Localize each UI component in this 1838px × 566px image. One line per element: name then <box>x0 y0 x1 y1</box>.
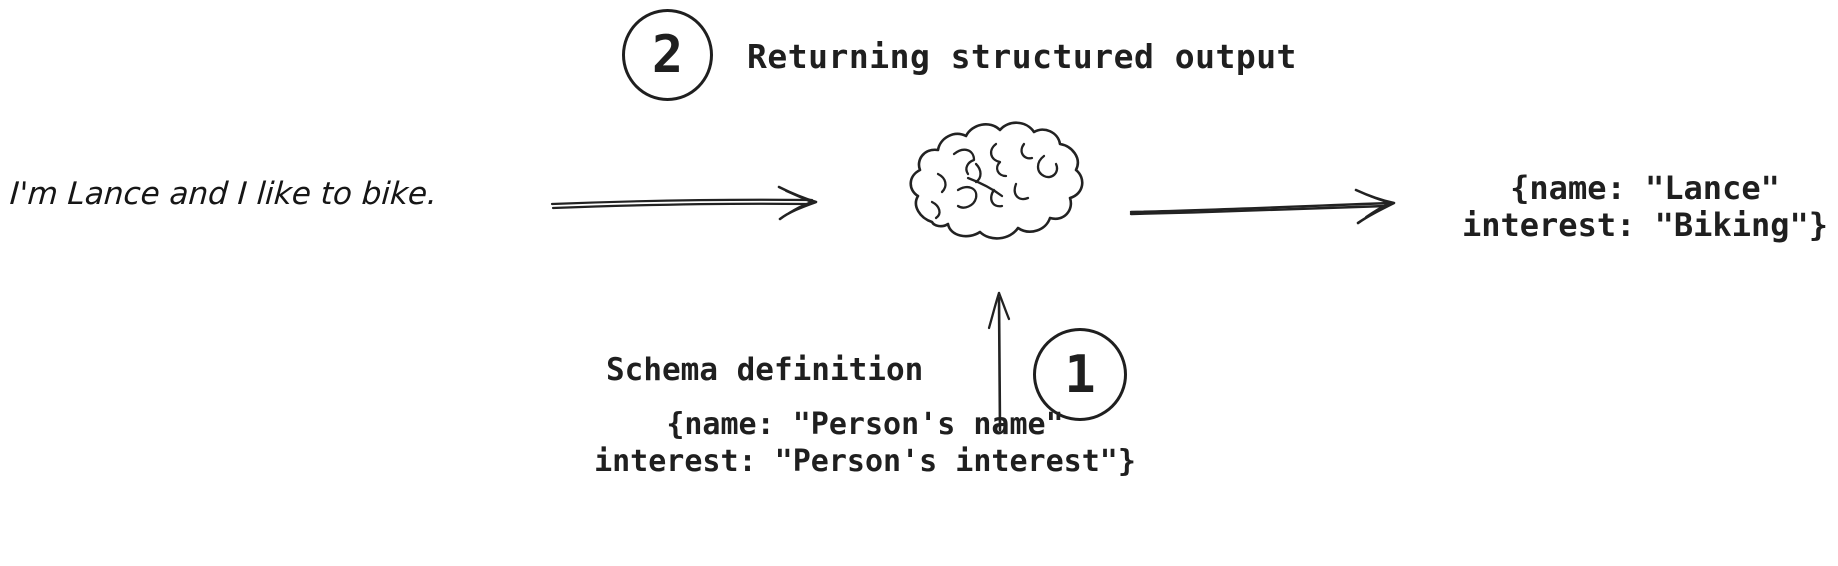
input-text: I'm Lance and I like to bike. <box>8 176 439 212</box>
arrow-right-icon <box>1129 188 1396 225</box>
schema-json-line1: {name: "Person's name" <box>666 407 1064 442</box>
step-2-badge: 2 <box>622 9 713 101</box>
step-1-number: 1 <box>1064 344 1096 405</box>
arrow-up-icon <box>987 291 1011 432</box>
output-json: {name: "Lance" interest: "Biking"} <box>1452 170 1838 244</box>
step-2-number: 2 <box>651 25 684 85</box>
step-1-badge: 1 <box>1033 328 1127 421</box>
output-json-line2: interest: "Biking"} <box>1461 206 1829 244</box>
brain-icon <box>909 121 1084 240</box>
schema-json: {name: "Person's name" interest: "Person… <box>565 406 1165 480</box>
step-2-label: Returning structured output <box>747 37 1297 76</box>
arrow-right-icon <box>550 185 818 221</box>
output-json-line1: {name: "Lance" <box>1510 169 1780 207</box>
step-1-label: Schema definition <box>606 352 924 388</box>
schema-json-line2: interest: "Person's interest"} <box>594 444 1136 479</box>
